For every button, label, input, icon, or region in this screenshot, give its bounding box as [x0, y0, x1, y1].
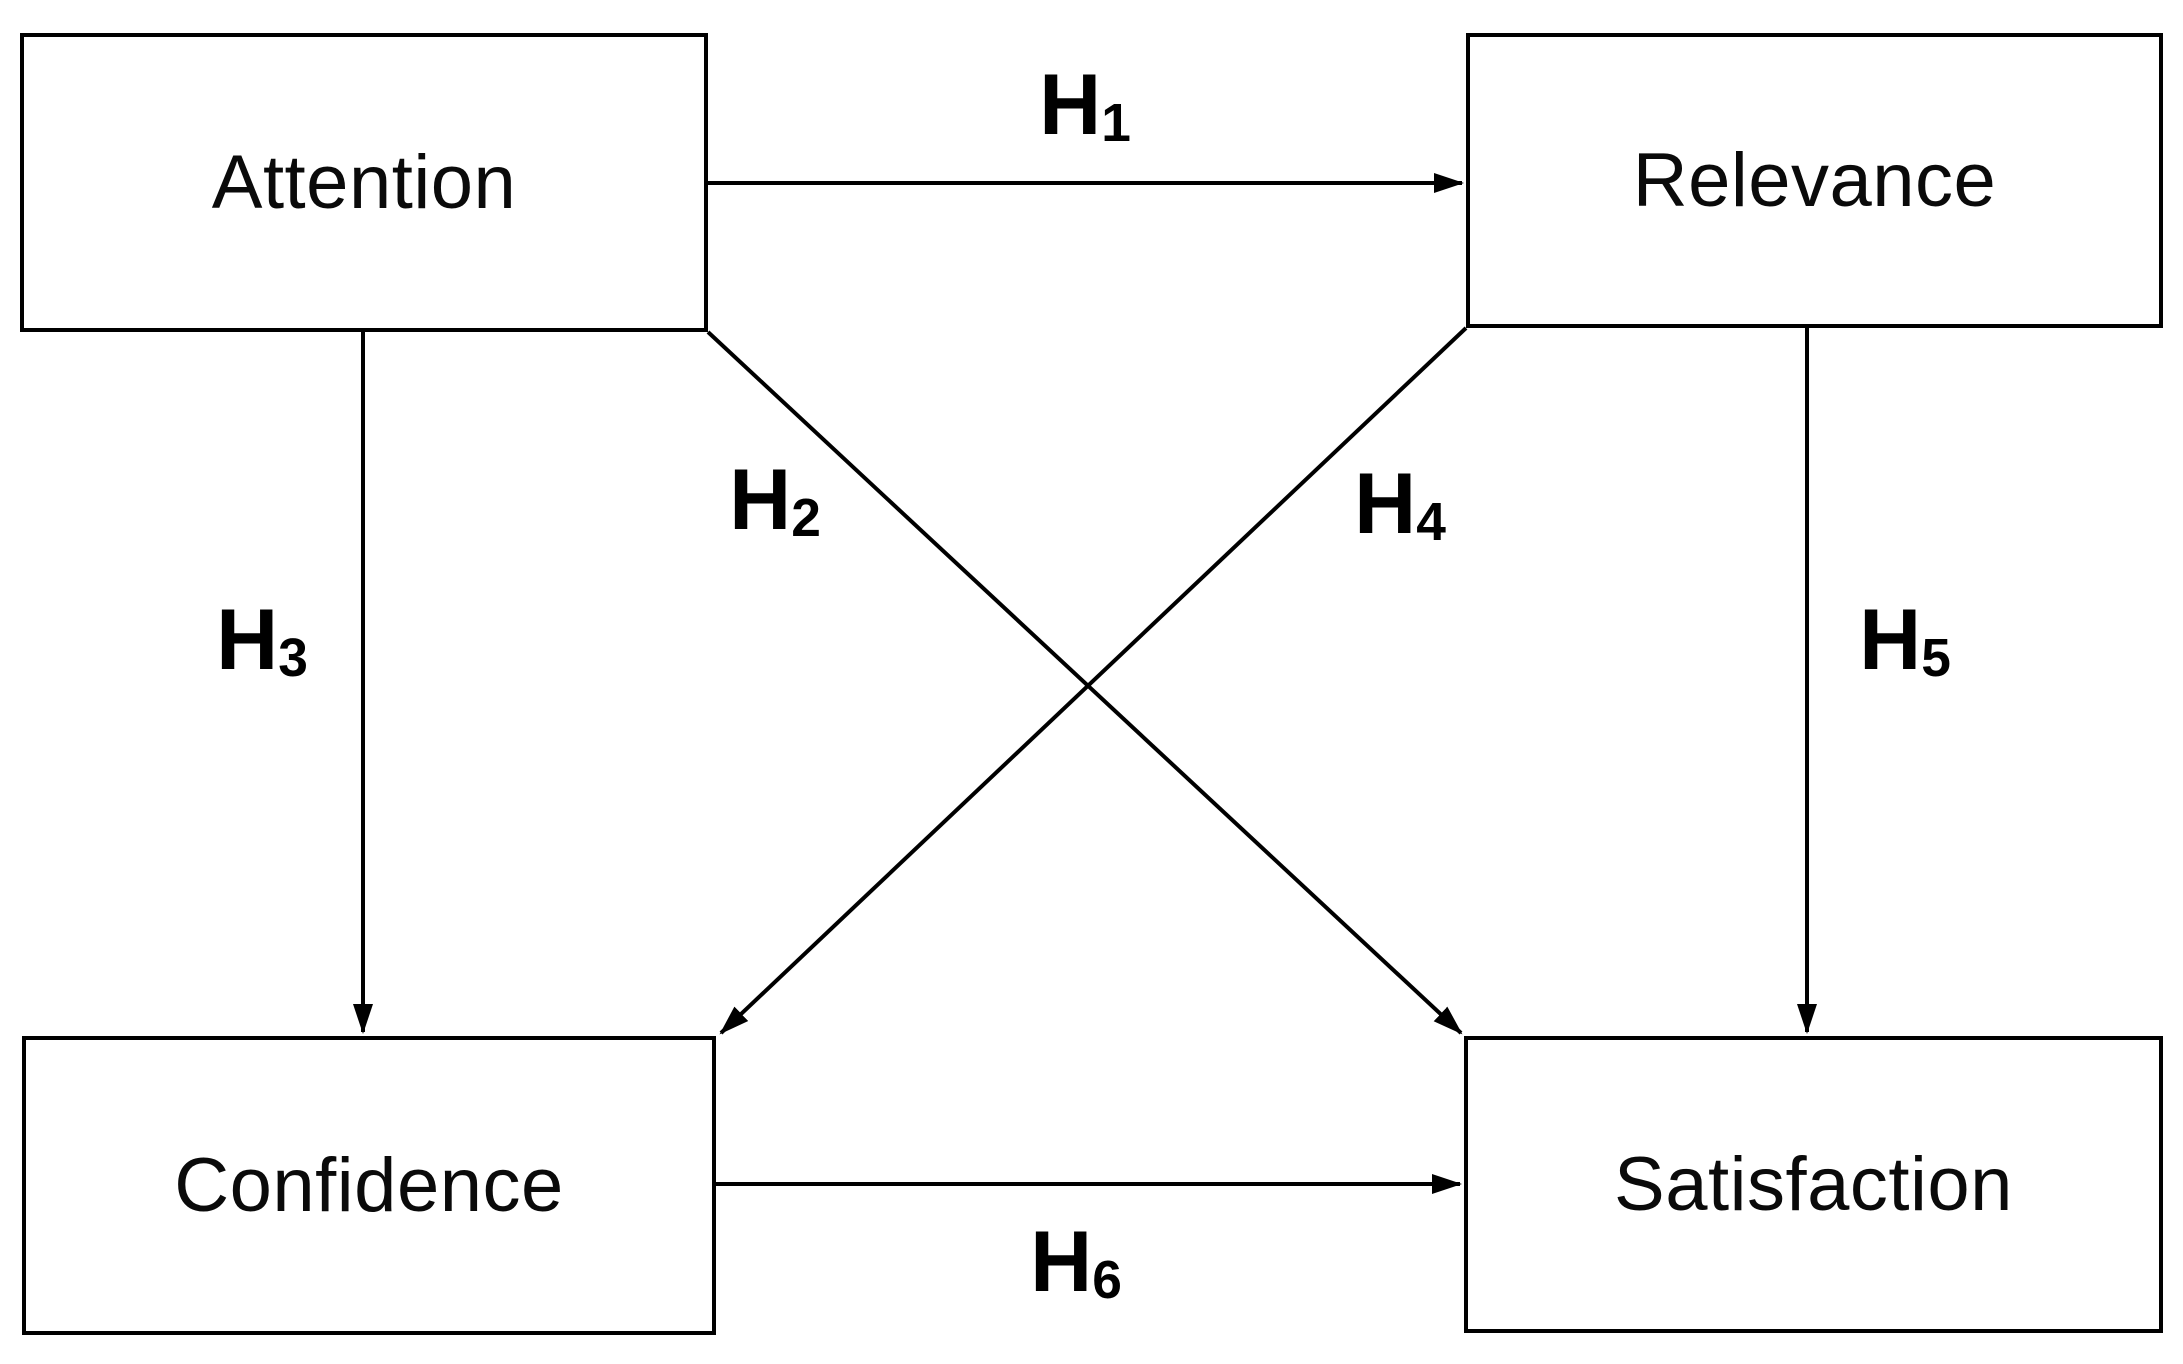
node-confidence-label: Confidence: [174, 1143, 564, 1228]
edge-h6-label-sub: 6: [1092, 1251, 1122, 1311]
edge-h2-attention-to-satisfaction: [706, 330, 1463, 1035]
edge-h4-label-text: H: [1354, 456, 1417, 552]
edge-h1-label: H1: [1039, 62, 1131, 151]
node-attention: Attention: [20, 33, 708, 332]
edge-h4-label-sub: 4: [1416, 493, 1446, 553]
node-satisfaction-label: Satisfaction: [1614, 1142, 2013, 1227]
edge-h3-label-sub: 3: [278, 629, 308, 689]
node-relevance: Relevance: [1466, 33, 2163, 328]
node-attention-label: Attention: [211, 140, 517, 225]
edge-h2-label-text: H: [729, 452, 792, 548]
edge-h5-label-text: H: [1859, 592, 1922, 688]
edge-h2-label-sub: 2: [791, 489, 821, 549]
node-relevance-label: Relevance: [1632, 138, 1997, 223]
node-confidence: Confidence: [22, 1036, 716, 1335]
edge-h6-label: H6: [1030, 1219, 1122, 1308]
edge-h5-label: H5: [1859, 597, 1951, 686]
edge-h2-label: H2: [729, 457, 821, 546]
edge-h3-label: H3: [216, 597, 308, 686]
edge-h6-label-text: H: [1030, 1214, 1093, 1310]
edge-h4-label: H4: [1354, 461, 1446, 550]
edge-h1-label-text: H: [1039, 57, 1102, 153]
node-satisfaction: Satisfaction: [1464, 1036, 2163, 1333]
edge-h4-relevance-to-confidence: [719, 326, 1468, 1035]
edge-h5-label-sub: 5: [1921, 629, 1951, 689]
edge-h3-label-text: H: [216, 592, 279, 688]
edge-h1-label-sub: 1: [1101, 94, 1131, 154]
